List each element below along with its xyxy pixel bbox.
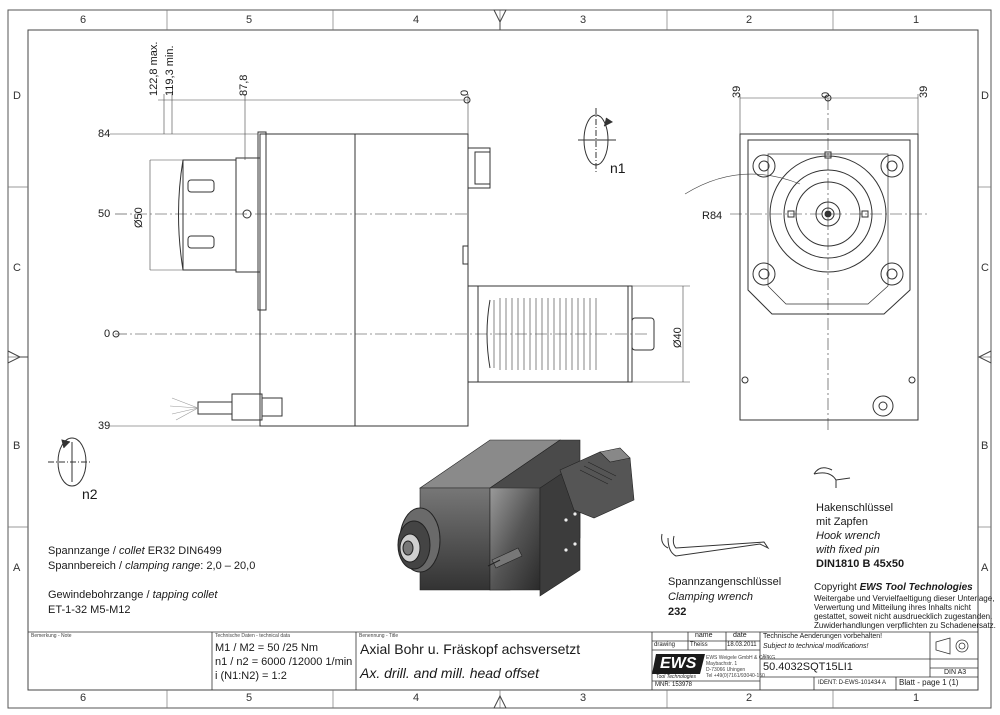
grid-col-3-bottom: 3 — [580, 692, 587, 704]
paper-format: DIN A3 — [944, 669, 967, 676]
clamping-wrench-de: Spannzangenschlüssel — [668, 576, 782, 588]
spec-tapping-collet-value: ET-1-32 M5-M12 — [48, 604, 131, 616]
dim-top-zero: 0 — [459, 89, 471, 96]
grid-col-5-bottom: 5 — [246, 692, 253, 704]
dim-radius-84: R84 — [702, 210, 723, 222]
copyright-line-4: Zuwiderhandlungen verpflichten zu Schade… — [814, 621, 996, 630]
grid-row-d-left: D — [13, 90, 21, 102]
grid-col-6-top: 6 — [80, 14, 87, 26]
tech-speed: n1 / n2 = 6000 /12000 1/min — [215, 656, 353, 668]
copyright-line-1: Weitergabe und Vervielfaeltigung dieser … — [814, 594, 995, 603]
dim-right-39-a: 39 — [731, 85, 743, 98]
dim-84: 84 — [98, 128, 111, 140]
address-1: EWS Weigele GmbH & Co. KG — [706, 655, 776, 661]
grid-col-3-top: 3 — [580, 14, 587, 26]
address-2: Maybachstr. 1 — [706, 661, 738, 667]
ews-logo-sub: Tool Technologies — [656, 674, 696, 680]
clamping-wrench-en: Clamping wrench — [668, 591, 753, 603]
copyright-line-3: gestattet, soweit nicht ausdruecklich zu… — [814, 612, 993, 621]
dim-122-8-max: 122,8 max. — [148, 41, 160, 96]
hook-wrench-de1: Hakenschlüssel — [816, 502, 894, 514]
row-drawing: drawing — [654, 642, 676, 648]
grid-col-2-top: 2 — [746, 14, 753, 26]
bolt-holes — [752, 154, 904, 286]
grid-col-4-top: 4 — [413, 14, 420, 26]
ews-logo: EWS — [660, 655, 697, 672]
grid-row-d-right: D — [981, 90, 989, 102]
grid-col-5-top: 5 — [246, 14, 253, 26]
dim-39: 39 — [98, 420, 111, 432]
grid-col-4-bottom: 4 — [413, 692, 420, 704]
tech-data-label: Technische Daten - technical data — [215, 633, 291, 639]
grid-row-c-right: C — [981, 262, 989, 274]
hook-wrench-de2: mit Zapfen — [816, 516, 868, 528]
dim-dia-40: Ø40 — [672, 327, 684, 348]
ews-logo-mark — [652, 654, 705, 674]
drawing-title-de: Axial Bohr u. Fräskopf achsversetzt — [360, 641, 581, 657]
drawing-by: Theiss — [690, 642, 708, 648]
change-notice-de: Technische Aenderungen vorbehalten! — [763, 633, 883, 640]
col-name: name — [695, 632, 713, 639]
title-block-lines — [28, 631, 978, 690]
grid-row-a-right: A — [981, 562, 989, 574]
inner-frame — [27, 29, 979, 691]
spec-tapping-collet: Gewindebohrzange / tapping collet — [48, 589, 218, 601]
clamping-wrench-number: 232 — [668, 606, 687, 618]
spec-collet: Spannzange / collet ER32 DIN6499 — [48, 545, 222, 557]
side-view — [110, 94, 690, 427]
grid-col-1-top: 1 — [913, 14, 920, 26]
grid-row-b-right: B — [981, 440, 989, 452]
isometric-render — [397, 439, 635, 597]
dim-50: 50 — [98, 208, 111, 220]
front-view — [684, 94, 930, 430]
grid-row-b-left: B — [13, 440, 21, 452]
hook-wrench-en2: with fixed pin — [816, 544, 880, 556]
address-3: D-73066 Uhingen — [706, 667, 746, 673]
rotation-n2-symbol — [48, 437, 92, 487]
ident-number: IDENT: D-EWS-101434 A — [818, 680, 887, 686]
spec-clamping-range: Spannbereich / clamping range: 2,0 – 20,… — [48, 560, 256, 572]
grid-row-a-left: A — [13, 562, 21, 574]
dim-87-8: 87,8 — [238, 74, 250, 96]
rotation-label-n1: n1 — [610, 160, 626, 176]
dim-119-3-min: 119,3 min. — [164, 45, 176, 96]
mnr-number: MNR: 153978 — [655, 682, 693, 688]
tech-torque: M1 / M2 = 50 /25 Nm — [215, 642, 319, 654]
clamping-wrench-drawing — [661, 533, 770, 557]
hook-wrench-en1: Hook wrench — [816, 530, 881, 542]
hook-wrench-din: DIN1810 B 45x50 — [816, 558, 905, 570]
remark-label: Bemerkung - Note — [31, 633, 72, 639]
address-4: Tel +49(0)7161/93040-150 — [706, 673, 765, 679]
drawing-title-en: Ax. drill. and mill. head offset — [360, 665, 539, 681]
rotation-label-n2: n2 — [82, 486, 98, 502]
grid-col-6-bottom: 6 — [80, 692, 87, 704]
title-label: Benennung - Title — [359, 633, 399, 639]
col-date: date — [733, 632, 747, 639]
change-notice-en: Subject to technical modifications! — [763, 643, 869, 650]
dim-0: 0 — [104, 328, 111, 340]
copyright-line-2: Verwertung und Mitteilung ihres Inhalts … — [814, 603, 971, 612]
projection-symbol — [935, 637, 969, 655]
copyright-title: Copyright EWS Tool Technologies — [814, 582, 973, 593]
grid-col-1-bottom: 1 — [913, 692, 920, 704]
dim-right-39-b: 39 — [918, 85, 930, 98]
grid-col-2-bottom: 2 — [746, 692, 753, 704]
centering-marks — [7, 9, 992, 709]
dim-dia-50: Ø50 — [133, 207, 145, 228]
nr-label: Nr. — [763, 654, 770, 660]
grid-row-c-left: C — [13, 262, 21, 274]
hook-wrench-drawing — [813, 467, 851, 488]
drawing-date: 18.03.2011 — [727, 642, 757, 648]
sheet-number: Blatt - page 1 (1) — [899, 678, 959, 687]
tech-ratio: i (N1:N2) = 1:2 — [215, 670, 287, 682]
dim-right-zero: 0 — [820, 91, 832, 98]
part-number: 50.4032SQT15LI1 — [763, 661, 853, 673]
rotation-n1-symbol — [578, 108, 616, 172]
